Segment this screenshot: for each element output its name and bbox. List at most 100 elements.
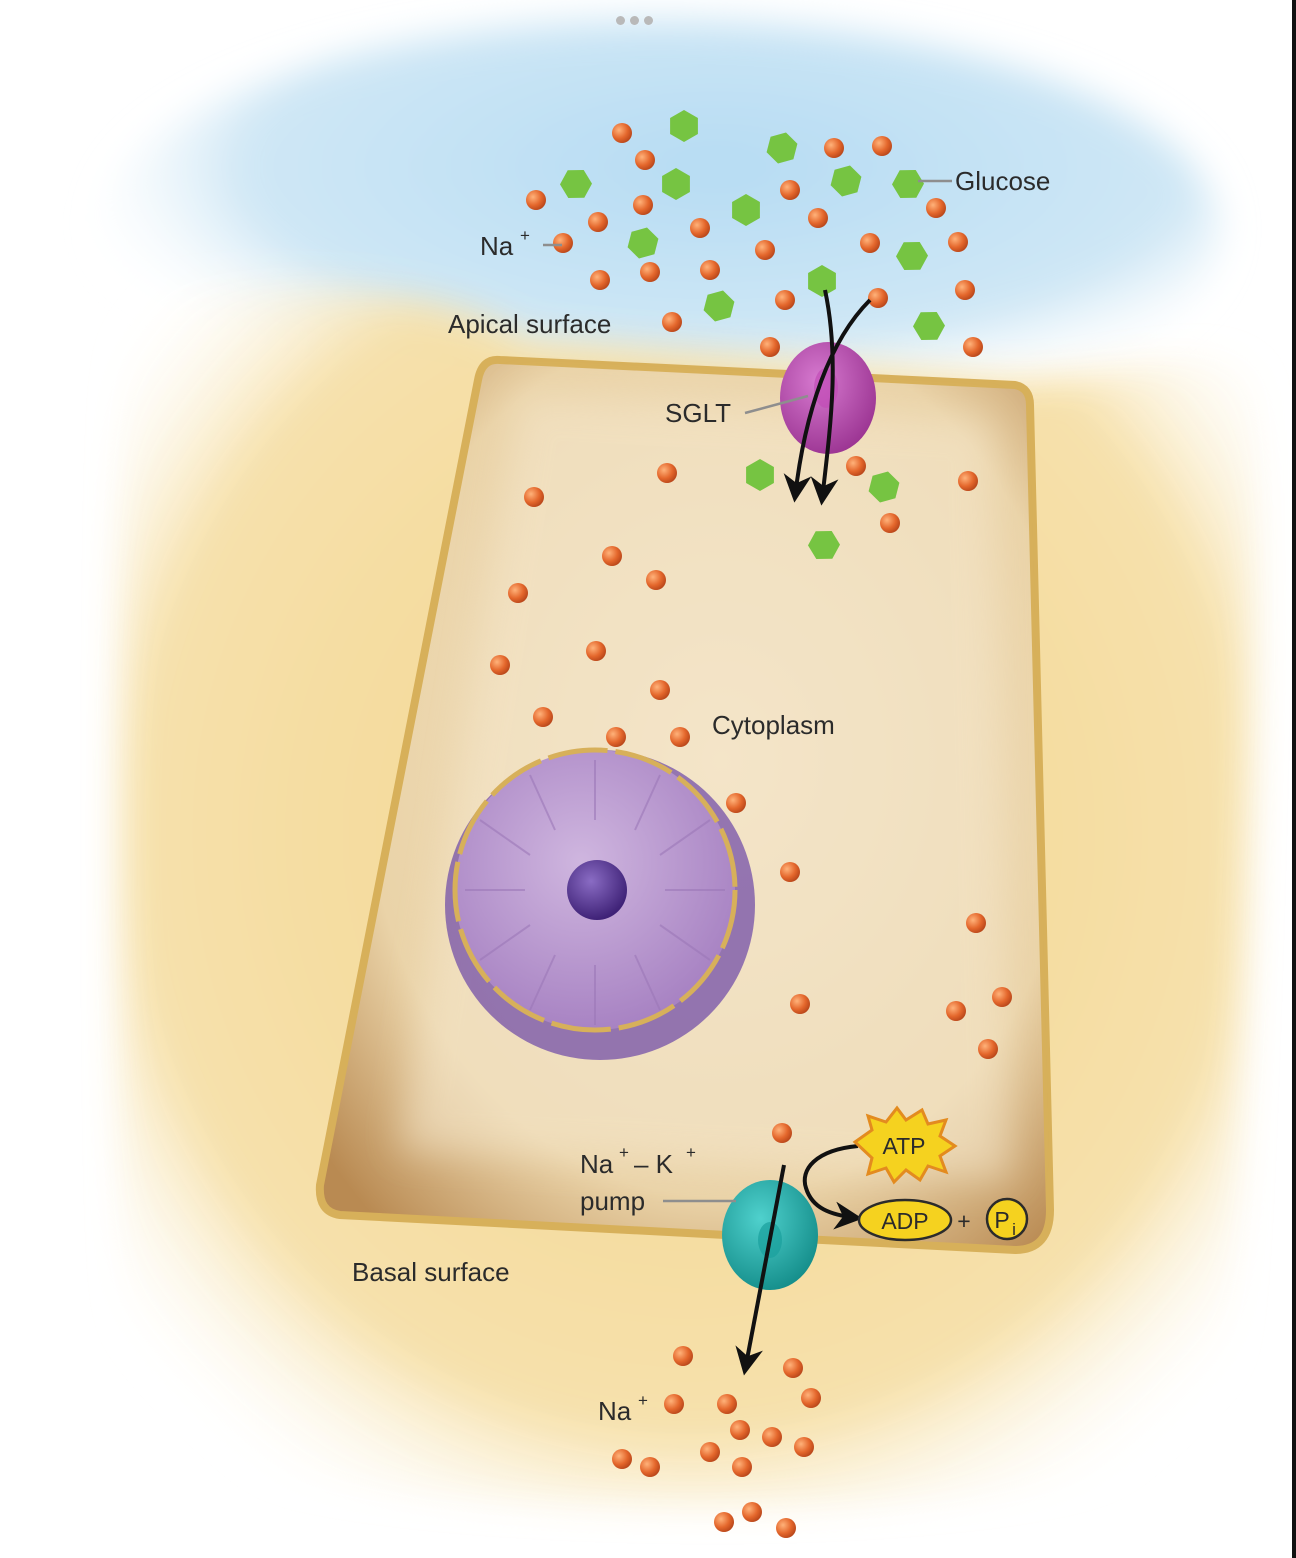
glucose-molecule <box>560 170 592 198</box>
sodium-ion <box>590 270 610 290</box>
sodium-ion <box>588 212 608 232</box>
atp-badge: ATP <box>852 1105 958 1185</box>
pump-label-k: – K <box>634 1149 674 1179</box>
na-bottom-superscript: + <box>638 1391 648 1410</box>
chromatin-lines <box>465 760 725 1025</box>
sodium-ion <box>880 513 900 533</box>
glucose-molecule <box>746 459 774 491</box>
sodium-ion <box>612 1449 632 1469</box>
sodium-ion <box>664 1394 684 1414</box>
sodium-ion <box>794 1437 814 1457</box>
glucose-arrow <box>810 289 839 506</box>
pi-badge <box>985 1197 1029 1241</box>
sodium-ion <box>700 260 720 280</box>
sodium-ion <box>760 337 780 357</box>
pump-label-sup2: + <box>686 1143 696 1162</box>
sodium-ion <box>646 570 666 590</box>
glucose-molecule <box>913 312 945 340</box>
sodium-ion <box>958 471 978 491</box>
na-top-label: Na <box>480 231 514 261</box>
sodium-ion <box>732 1457 752 1477</box>
sodium-ion <box>726 793 746 813</box>
pump-label: Na + – K + pump <box>580 1143 696 1216</box>
na-top-superscript: + <box>520 226 530 245</box>
more-horizontal-icon[interactable] <box>616 16 653 25</box>
sodium-ion <box>633 195 653 215</box>
glucose-molecule <box>732 194 760 226</box>
sodium-ion <box>860 233 880 253</box>
adp-badge <box>857 1198 953 1242</box>
sodium-ion <box>717 1394 737 1414</box>
sodium-ion <box>963 337 983 357</box>
sodium-out-arrow <box>735 1164 786 1376</box>
dot <box>616 16 625 25</box>
atp-label: ATP <box>882 1133 925 1159</box>
dot <box>644 16 653 25</box>
sodium-ion <box>673 1346 693 1366</box>
sodium-ion <box>780 862 800 882</box>
glucose-molecule <box>662 168 690 200</box>
glucose-molecule <box>896 242 928 270</box>
sodium-ion <box>776 1518 796 1538</box>
sodium-ion <box>657 463 677 483</box>
atp-hydrolysis-arrow <box>802 1144 863 1230</box>
sodium-ion <box>602 546 622 566</box>
sodium-ion <box>846 456 866 476</box>
sodium-ion <box>526 190 546 210</box>
na-bottom-label: Na <box>598 1396 632 1426</box>
sodium-ion <box>635 150 655 170</box>
glucose-molecule <box>627 227 659 259</box>
glucose-label: Glucose <box>955 166 1050 196</box>
glucose-molecule <box>808 265 836 297</box>
sodium-ion <box>926 198 946 218</box>
sodium-ion <box>730 1420 750 1440</box>
sodium-ions <box>490 123 1012 1538</box>
sodium-ion <box>650 680 670 700</box>
glucose-molecule <box>868 471 900 503</box>
sodium-ion <box>992 987 1012 1007</box>
leader-lines <box>543 179 952 1203</box>
sodium-ion <box>808 208 828 228</box>
glucose-molecule <box>892 170 924 198</box>
nucleolus <box>567 860 627 920</box>
sodium-ion <box>742 1502 762 1522</box>
glucose-molecule <box>703 290 735 322</box>
cytoplasm-label: Cytoplasm <box>712 710 835 740</box>
nucleus <box>445 747 755 1060</box>
sodium-in-arrow <box>783 298 872 503</box>
sodium-ion <box>533 707 553 727</box>
glucose-molecule <box>808 531 840 559</box>
sodium-ion <box>670 727 690 747</box>
adp-pi-products: ADP + P i <box>857 1197 1029 1242</box>
sodium-ion <box>966 913 986 933</box>
sodium-ion <box>524 487 544 507</box>
sodium-ion <box>586 641 606 661</box>
sodium-ion <box>872 136 892 156</box>
basal-surface-label: Basal surface <box>352 1257 510 1287</box>
sodium-ion <box>948 232 968 252</box>
sodium-ion <box>606 727 626 747</box>
sodium-ion <box>755 240 775 260</box>
pump-label-word: pump <box>580 1186 645 1216</box>
sodium-ion <box>783 1358 803 1378</box>
sodium-ion <box>868 288 888 308</box>
glucose-molecule <box>766 132 798 164</box>
sodium-ion <box>700 1442 720 1462</box>
sodium-ion <box>662 312 682 332</box>
window-edge <box>1292 0 1296 1558</box>
sodium-ion <box>946 1001 966 1021</box>
sodium-ion <box>955 280 975 300</box>
adp-label: ADP <box>881 1208 928 1234</box>
sodium-ion <box>775 290 795 310</box>
transport-arrows <box>735 289 872 1376</box>
sodium-ion <box>780 180 800 200</box>
sodium-ion <box>801 1388 821 1408</box>
glucose-molecule <box>830 165 862 197</box>
pi-label: P <box>994 1207 1009 1233</box>
sodium-ion <box>714 1512 734 1532</box>
pi-subscript: i <box>1012 1220 1016 1239</box>
pump-label-na: Na <box>580 1149 614 1179</box>
sodium-ion <box>640 262 660 282</box>
sodium-ion <box>978 1039 998 1059</box>
